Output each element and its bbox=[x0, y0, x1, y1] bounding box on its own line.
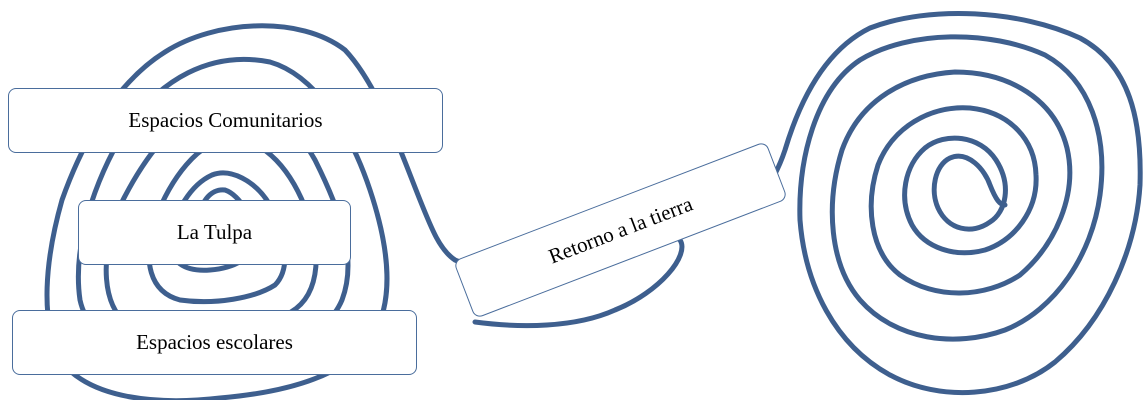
espacios-escolares-box: Espacios escolares bbox=[12, 310, 417, 375]
espacios-comunitarios-box: Espacios Comunitarios bbox=[8, 88, 443, 153]
la-tulpa-label: La Tulpa bbox=[176, 220, 253, 244]
espacios-escolares-label: Espacios escolares bbox=[136, 330, 293, 354]
right-spiral bbox=[739, 11, 1143, 396]
la-tulpa-box: La Tulpa bbox=[78, 200, 351, 265]
espacios-comunitarios-label: Espacios Comunitarios bbox=[128, 108, 323, 132]
